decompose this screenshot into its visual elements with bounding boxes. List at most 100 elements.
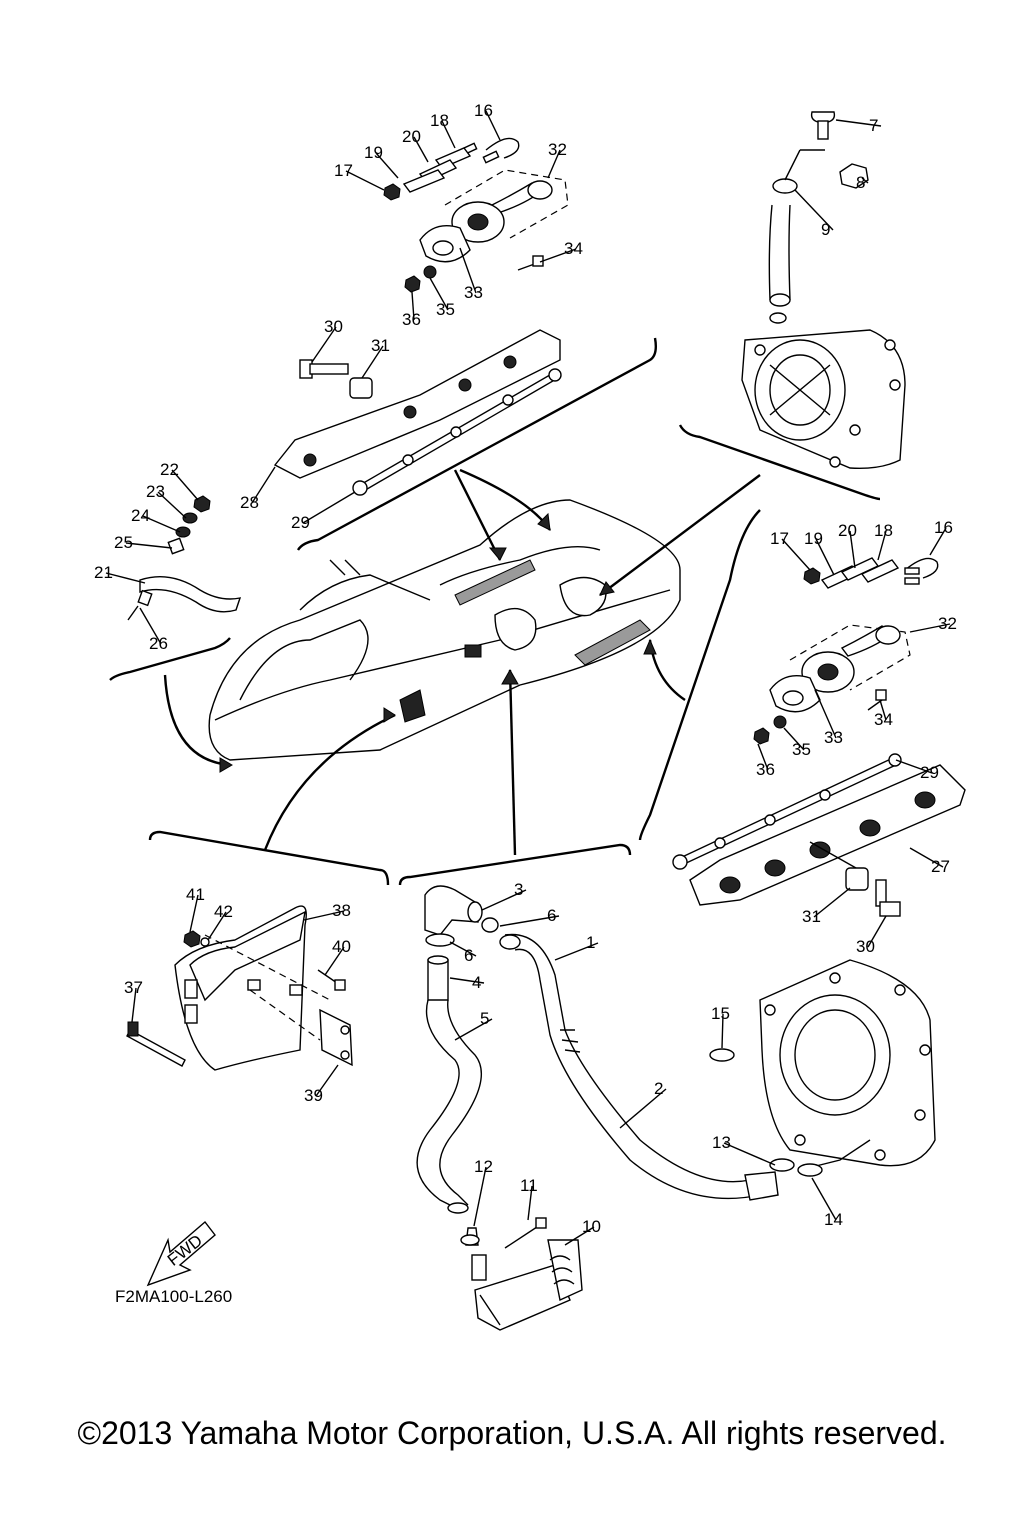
callout-30: 30 (856, 937, 875, 956)
callout-leader (861, 177, 869, 184)
callout-21: 21 (94, 563, 113, 582)
callout-13: 13 (712, 1133, 731, 1152)
copyright-text: ©2013 Yamaha Motor Corporation, U.S.A. A… (77, 1415, 947, 1451)
callout-leader (783, 727, 805, 751)
vent-cover-assembly (126, 830, 390, 1071)
hex-nut-part (839, 163, 869, 189)
callout-leader (485, 110, 501, 141)
filter-box-part (474, 1264, 571, 1331)
elbow-fitting-part (424, 885, 481, 936)
callout-leader (311, 326, 337, 363)
jet-housing-part (741, 329, 906, 470)
callout-leader (481, 889, 527, 911)
callout-19: 19 (804, 529, 823, 548)
callout-leader (849, 530, 856, 569)
callout-leader (324, 946, 345, 976)
callout-40: 40 (332, 937, 351, 956)
callout-35: 35 (792, 740, 811, 759)
nut-part (383, 183, 401, 201)
callout-leader (554, 942, 599, 961)
callout-leader (564, 1226, 595, 1246)
callout-23: 23 (146, 482, 165, 501)
callout-31: 31 (802, 907, 821, 926)
callout-leader (473, 1166, 487, 1227)
callout-36: 36 (756, 760, 775, 779)
callout-leader (139, 607, 162, 645)
callout-leader (619, 1088, 667, 1129)
top-right-assembly (678, 111, 906, 501)
callout-leader (315, 1064, 339, 1097)
callout-11: 11 (520, 1176, 538, 1195)
callout-leader (867, 915, 887, 948)
callout-leader (105, 572, 146, 584)
callout-leader (345, 170, 385, 191)
left-bracket-assembly (109, 495, 242, 681)
callout-37: 37 (124, 978, 143, 997)
callout-20: 20 (402, 127, 421, 146)
callout-38: 38 (332, 901, 351, 920)
callout-leader (547, 149, 561, 179)
callout-leader (142, 515, 181, 533)
callout-leader (781, 538, 811, 571)
callout-33: 33 (824, 728, 843, 747)
callout-leader (251, 466, 276, 504)
callout-leader (459, 247, 477, 294)
callout-35: 35 (436, 300, 455, 319)
callout-16: 16 (474, 101, 493, 120)
callout-10: 10 (582, 1217, 601, 1236)
callout-42: 42 (214, 902, 233, 921)
callout-22: 22 (160, 460, 179, 479)
callout-9: 9 (821, 220, 830, 239)
callout-leader (539, 248, 577, 263)
watercraft-body (163, 468, 761, 856)
callout-34: 34 (874, 710, 893, 729)
intake-housing-assembly (709, 959, 936, 1177)
callout-32: 32 (938, 614, 957, 633)
callout-32: 32 (548, 140, 567, 159)
callout-6: 6 (547, 906, 556, 925)
callout-6: 6 (464, 946, 473, 965)
callout-leader (361, 345, 384, 379)
callout-18: 18 (874, 521, 893, 540)
callout-8: 8 (856, 173, 865, 192)
callout-17: 17 (770, 529, 789, 548)
callout-leader (527, 1185, 533, 1221)
callout-31: 31 (371, 336, 390, 355)
callout-leader (375, 152, 399, 179)
intake-housing-part (759, 959, 936, 1167)
callout-leader (909, 847, 944, 868)
callout-17: 17 (334, 161, 353, 180)
callout-labels: 1618201917323433353630312829789222324252… (94, 101, 957, 1246)
callout-26: 26 (149, 634, 168, 653)
callout-leader (157, 491, 187, 519)
callout-15: 15 (711, 1004, 730, 1023)
callout-5: 5 (480, 1009, 489, 1028)
callout-39: 39 (304, 1086, 323, 1105)
callout-18: 18 (430, 111, 449, 130)
callout-leader (813, 887, 851, 918)
callout-leader (449, 977, 485, 984)
callout-leader (929, 527, 947, 556)
callout-12: 12 (474, 1157, 493, 1176)
callout-leader (302, 491, 356, 524)
callout-33: 33 (464, 283, 483, 302)
callout-leader (811, 1177, 837, 1221)
callout-leader (835, 119, 882, 127)
callout-leader (454, 1018, 493, 1041)
callout-leader (449, 941, 477, 957)
callout-leader (721, 1013, 724, 1049)
callout-leader (131, 987, 137, 1023)
callout-leader (815, 538, 835, 576)
callout-leader (794, 189, 834, 231)
callout-4: 4 (472, 973, 481, 992)
top-left-assembly (273, 137, 658, 551)
hose-assembly (398, 843, 779, 1331)
callout-14: 14 (824, 1210, 843, 1229)
diagram-code: F2MA100-L260 (115, 1287, 232, 1306)
callout-7: 7 (869, 116, 878, 135)
callout-leader (189, 894, 199, 933)
rail-part (273, 329, 561, 479)
callout-29: 29 (920, 763, 939, 782)
callout-41: 41 (186, 885, 205, 904)
